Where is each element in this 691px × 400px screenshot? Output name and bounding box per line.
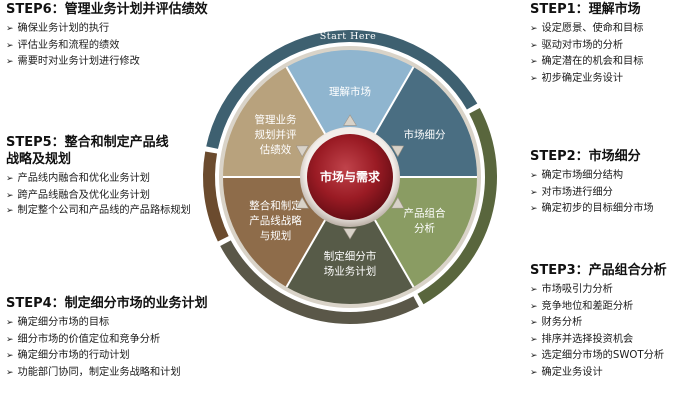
list-item: 确定细分市场的目标 — [6, 315, 208, 332]
step5-title-line2: 战略及规划 — [6, 152, 72, 167]
center-circle — [307, 134, 393, 220]
ring-arc-brown — [203, 151, 229, 242]
step5-title-line1: STEP5：整合和制定产品线 — [6, 135, 169, 150]
list-item: 竞争地位和差距分析 — [530, 299, 667, 316]
step2-list: 确定市场细分结构 对市场进行细分 确定初步的目标细分市场 — [530, 168, 654, 218]
direction-arrow — [343, 228, 357, 240]
segment-4 — [286, 177, 414, 304]
center-label: 市场与需求 — [320, 169, 381, 184]
direction-arrow — [295, 196, 309, 209]
segment-label: 理解市场 — [329, 85, 371, 98]
step4-title: STEP4：制定细分市场的业务计划 — [6, 296, 208, 311]
list-item: 跨产品线融合及优化业务计划 — [6, 188, 201, 205]
step1-list: 设定愿景、使命和目标 驱动对市场的分析 确定潜在的机会和目标 初步确定业务设计 — [530, 21, 644, 88]
segment-1 — [286, 49, 414, 178]
direction-arrow — [343, 114, 357, 126]
step3-block: STEP3：产品组合分析 市场吸引力分析 竞争地位和差距分析 财务分析 排序并选… — [530, 262, 667, 381]
list-item: 财务分析 — [530, 315, 667, 332]
list-item: 驱动对市场的分析 — [530, 38, 643, 55]
ring-arc-green — [417, 107, 497, 305]
direction-arrow — [295, 145, 309, 158]
step4-list: 确定细分市场的目标 细分市场的价值定位和竞争分析 确定细分市场的行动计划 功能部… — [6, 315, 208, 381]
step3-list: 市场吸引力分析 竞争地位和差距分析 财务分析 排序并选择投资机会 选定细分市场的… — [530, 282, 667, 381]
segment-label: 整合和制定 — [249, 199, 302, 212]
step5-list: 产品线内融合和优化业务计划 跨产品线融合及优化业务计划 制定整个公司和产品线的产… — [6, 171, 201, 219]
list-item: 对市场进行细分 — [530, 185, 654, 202]
segment-label: 制定细分市 — [324, 250, 377, 263]
list-item: 确定潜在的机会和目标 — [530, 54, 644, 71]
step4-block: STEP4：制定细分市场的业务计划 确定细分市场的目标 细分市场的价值定位和竞争… — [6, 295, 208, 381]
list-item: 确定市场细分结构 — [530, 168, 654, 185]
segment-label: 产品组合 — [403, 207, 445, 220]
direction-arrow — [391, 196, 405, 209]
segment-label: 估绩效 — [260, 143, 292, 156]
segment-label: 场业务计划 — [324, 265, 377, 278]
list-item: 排序并选择投资机会 — [530, 332, 667, 349]
direction-arrow — [391, 145, 405, 158]
step2-block: STEP2：市场细分 确定市场细分结构 对市场进行细分 确定初步的目标细分市场 — [530, 148, 654, 218]
segment-label: 规划并评 — [255, 128, 297, 141]
ring-arc-olive — [220, 240, 420, 325]
list-item: 市场吸引力分析 — [530, 282, 667, 299]
list-item: 选定细分市场的SWOT分析 — [530, 348, 667, 365]
list-item: 制定整个公司和产品线的产品路标规划 — [6, 204, 201, 219]
list-item: 初步确定业务设计 — [530, 71, 643, 88]
step2-title: STEP2：市场细分 — [530, 149, 641, 164]
step1-title: STEP1：理解市场 — [530, 2, 641, 17]
list-item: 确定业务设计 — [530, 365, 667, 382]
step6-title: STEP6：管理业务计划并评估绩效 — [6, 2, 208, 17]
segment-label: 分析 — [414, 222, 435, 235]
list-item: 需要时对业务计划进行修改 — [6, 54, 208, 71]
list-item: 确保业务计划的执行 — [6, 21, 208, 38]
list-item: 确定细分市场的行动计划 — [6, 348, 208, 365]
step6-list: 确保业务计划的执行 评估业务和流程的绩效 需要时对业务计划进行修改 — [6, 21, 208, 71]
step1-block: STEP1：理解市场 设定愿景、使命和目标 驱动对市场的分析 确定潜在的机会和目… — [530, 1, 643, 87]
segment-label: 市场细分 — [403, 128, 445, 141]
segment-label: 管理业务 — [255, 113, 297, 126]
step6-block: STEP6：管理业务计划并评估绩效 确保业务计划的执行 评估业务和流程的绩效 需… — [6, 1, 208, 71]
list-item: 产品线内融合和优化业务计划 — [6, 171, 201, 188]
list-item: 功能部门协同，制定业务战略和计划 — [6, 365, 208, 382]
arrows — [295, 114, 405, 240]
segment-label: 产品线战略 — [249, 214, 302, 227]
step3-title: STEP3：产品组合分析 — [530, 263, 667, 278]
list-item: 设定愿景、使命和目标 — [530, 21, 644, 38]
step5-block: STEP5：整合和制定产品线 战略及规划 产品线内融合和优化业务计划 跨产品线融… — [6, 134, 201, 219]
ring-arc-blue — [206, 30, 478, 149]
start-here-label: Start Here — [320, 31, 376, 42]
list-item: 确定初步的目标细分市场 — [530, 201, 654, 218]
list-item: 细分市场的价值定位和竞争分析 — [6, 332, 208, 349]
list-item: 评估业务和流程的绩效 — [6, 38, 208, 55]
segment-label: 与规划 — [260, 229, 292, 242]
